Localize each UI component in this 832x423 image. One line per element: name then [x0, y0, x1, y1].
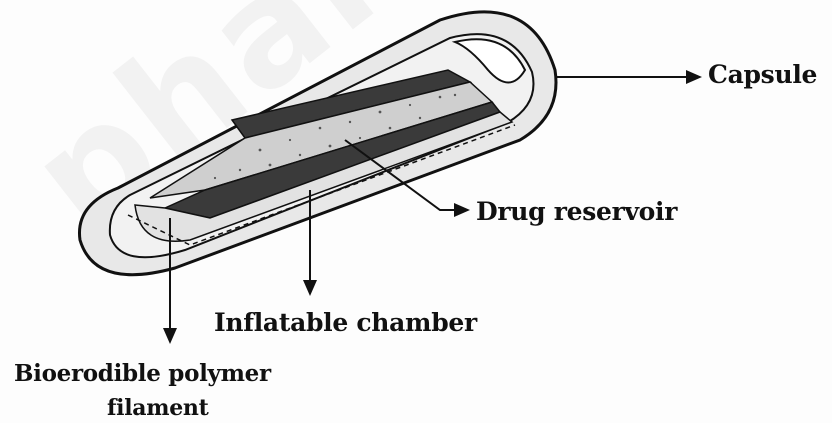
capsule-label: Capsule [708, 60, 817, 89]
drug-reservoir-label: Drug reservoir [476, 197, 677, 226]
bioerodible-pointer-arrow [163, 328, 177, 344]
bioerodible-filament-label-line1: Bioerodible polymer [14, 360, 271, 387]
drug-reservoir-pointer-arrow [454, 203, 470, 217]
bioerodible-filament-label-line2: filament [107, 395, 208, 421]
inflatable-chamber-label: Inflatable chamber [214, 308, 477, 337]
inflatable-chamber-pointer-arrow [303, 280, 317, 296]
capsule-pointer-arrow [686, 70, 702, 84]
